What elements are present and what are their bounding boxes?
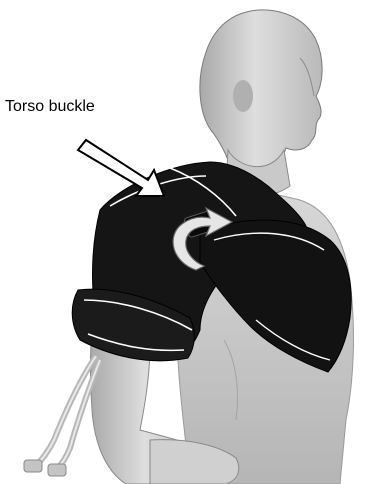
callout-arrow-icon [78,140,164,196]
tubing [24,356,100,476]
mannequin-head [200,10,322,176]
torso-buckle-label: Torso buckle [5,98,95,116]
